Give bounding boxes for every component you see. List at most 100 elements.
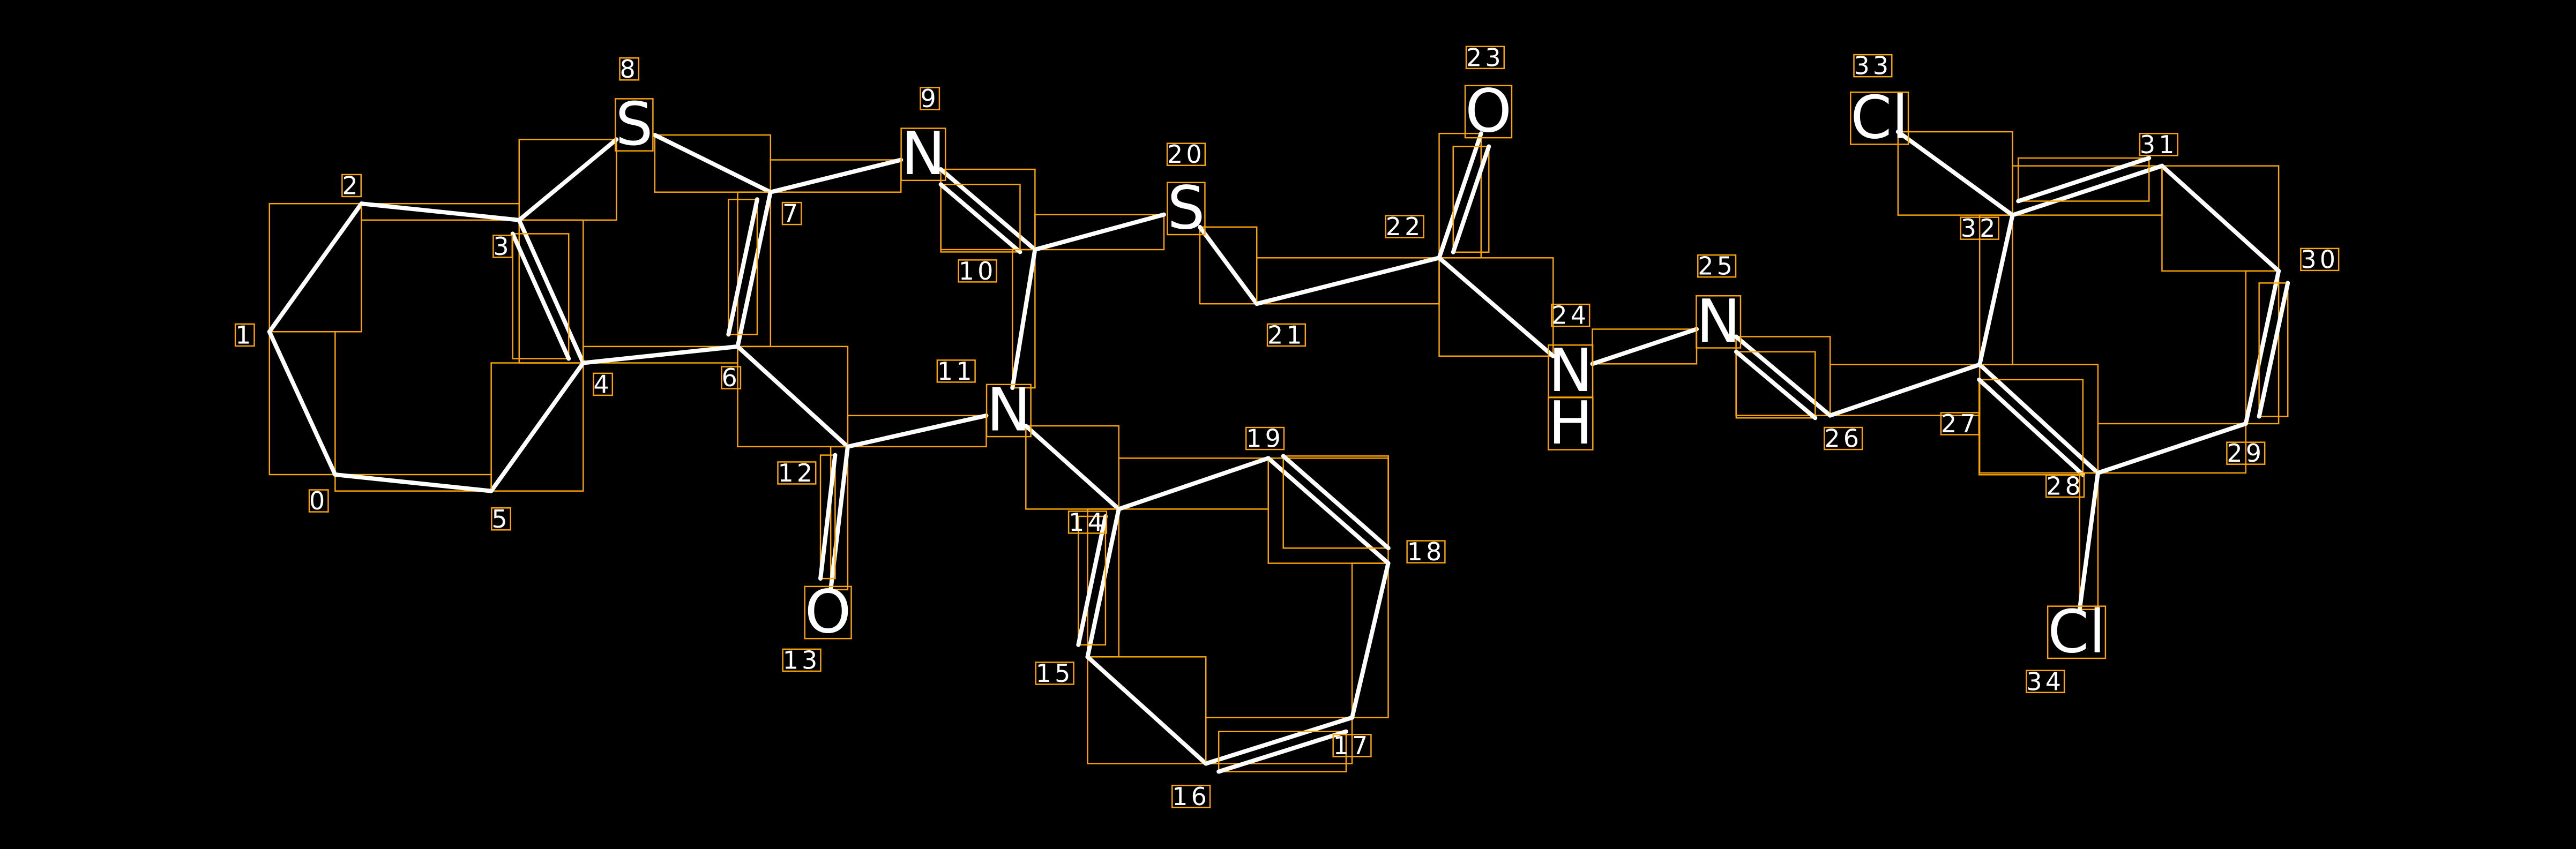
bond-line: [2243, 268, 2281, 426]
bond-line: [938, 182, 1022, 254]
atom-index-label: 33: [1854, 51, 1892, 80]
bond-line: [2010, 163, 2164, 217]
bond-29-30: [2243, 268, 2290, 426]
atom-8: S8: [615, 55, 654, 159]
atom-index-label: 14: [1069, 508, 1107, 537]
atom-symbol: Cl: [2048, 598, 2105, 666]
bond-line: [2257, 281, 2290, 419]
atom-index-label: 9: [920, 84, 939, 113]
atom-index-label: 8: [619, 55, 638, 84]
atom-index-label: 20: [1167, 140, 1205, 169]
atom-symbol: O: [1465, 77, 1512, 146]
atom-index-label: 32: [1961, 214, 1999, 243]
atom-7: 7: [781, 199, 802, 228]
atom-index-label: 26: [1824, 424, 1862, 453]
atom-index-label: 2: [342, 171, 361, 200]
bond-line: [735, 344, 850, 449]
bond-line: [1033, 212, 1166, 252]
atom-index-label: 31: [2140, 130, 2178, 159]
atom-index-label: 6: [722, 363, 741, 392]
bond-line: [489, 360, 586, 493]
atom-index-label: 16: [1172, 782, 1210, 811]
bond-line: [1116, 456, 1271, 512]
atom-index-label: 0: [309, 486, 328, 515]
atom-index-label: 17: [1333, 731, 1371, 760]
atom-25: N25: [1696, 252, 1742, 356]
atom-index-label: 1: [235, 320, 254, 349]
atom-index-label: 15: [1036, 659, 1074, 688]
atom-0: 0: [308, 486, 329, 515]
bond-line: [1085, 655, 1208, 766]
bond-line: [2095, 421, 2248, 475]
atom-index-label: 5: [491, 505, 510, 534]
bond-line: [1266, 456, 1391, 566]
atoms-layer: 01234567S8N910N1112O13141516171819S20212…: [234, 43, 2340, 811]
bond-18-19: [1266, 454, 1391, 566]
bond-line: [1076, 514, 1108, 647]
atom-19: 19: [1245, 424, 1285, 453]
bond-30-31: [2160, 163, 2281, 273]
bond-line: [510, 231, 571, 361]
bond-line: [1437, 256, 1556, 358]
bond-line: [818, 453, 838, 581]
bond-1-2: [267, 201, 364, 334]
bond-7-6: [726, 190, 773, 349]
atom-29: 29: [2226, 439, 2266, 468]
bond-19-14: [1116, 456, 1271, 512]
bond-10-20: [1033, 212, 1166, 252]
atom-index-label: 19: [1246, 424, 1284, 453]
atom-11: N11: [936, 357, 1032, 445]
bond-line: [1451, 144, 1491, 254]
bond-line: [1204, 715, 1355, 766]
atom-13: O13: [782, 578, 852, 674]
atom-12: 12: [777, 459, 817, 487]
bond-line: [1977, 362, 2100, 475]
bond-line: [1734, 334, 1833, 418]
bond-line: [845, 413, 989, 449]
bond-line: [1255, 256, 1442, 306]
bond-5-0: [333, 472, 494, 493]
atom-symbol: N: [1696, 288, 1741, 356]
atom-index-label: 24: [1551, 301, 1589, 330]
bond-line: [1350, 561, 1391, 720]
bond-32-33: [1895, 130, 2015, 217]
bond-28-34: [2077, 470, 2100, 612]
atom-1: 1: [234, 320, 255, 349]
bonds-layer: [267, 130, 2290, 774]
atom-index-label: 27: [1941, 409, 1979, 438]
atom-index-label: 3: [493, 232, 512, 261]
atom-index-label: 29: [2227, 439, 2265, 468]
atom-28: 28: [2045, 471, 2085, 500]
bond-9-10: [938, 167, 1037, 254]
bond-4-5: [489, 360, 586, 493]
atom-4: 4: [593, 370, 614, 399]
bond-line: [1828, 362, 1982, 418]
bond-line: [1734, 349, 1818, 420]
atom-18: 18: [1406, 537, 1446, 566]
bond-line: [1010, 247, 1037, 390]
atom-15: 15: [1035, 659, 1074, 688]
atom-symbol: S: [615, 91, 653, 159]
bond-line: [517, 217, 586, 365]
bond-25-26: [1734, 334, 1833, 420]
bond-line: [1977, 213, 2015, 367]
atom-index-label: 23: [1466, 43, 1504, 72]
bond-line: [1437, 131, 1483, 260]
bond-line: [267, 329, 338, 477]
bond-line: [1198, 224, 1259, 306]
bond-27-28: [1977, 362, 2100, 477]
atom-31: 31: [2139, 130, 2178, 159]
bond-line: [2077, 470, 2100, 612]
bond-line: [735, 190, 773, 349]
atom-10: 10: [958, 257, 997, 285]
atom-32: 32: [1960, 214, 1999, 243]
atom-5: 5: [491, 505, 511, 534]
bond-28-29: [2095, 421, 2248, 475]
atom-index-label: 18: [1407, 537, 1445, 566]
bond-line: [517, 137, 619, 222]
bond-10-11: [1010, 247, 1037, 390]
atom-index-label: 7: [782, 199, 801, 228]
atom-22: 22: [1385, 212, 1424, 241]
atom-index-label: 30: [2301, 245, 2339, 274]
atom-16: 16: [1171, 782, 1211, 811]
